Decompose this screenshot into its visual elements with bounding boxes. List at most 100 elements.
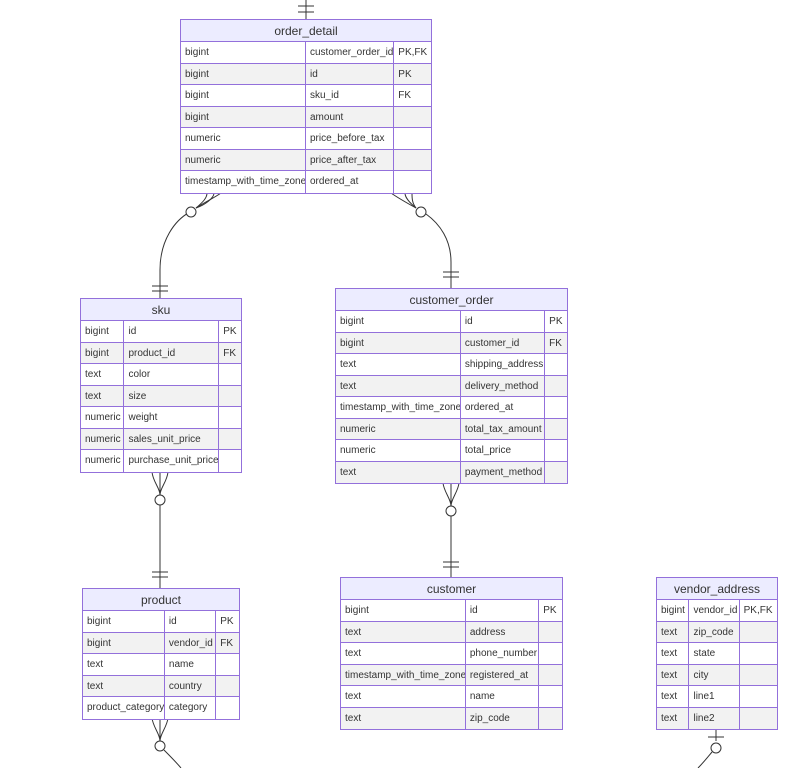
- attribute-key: FK: [545, 333, 567, 354]
- attribute-name: city: [689, 664, 740, 686]
- attribute-key: [394, 171, 431, 193]
- attribute-name: zip_code: [466, 707, 540, 729]
- attribute-key: PK,FK: [739, 600, 777, 622]
- attribute-type: numeric: [336, 440, 461, 462]
- edge-product-sku: [151, 471, 169, 588]
- attribute-name: shipping_address: [460, 354, 546, 376]
- attribute-type: text: [336, 461, 461, 483]
- entity-title: customer_order: [336, 289, 567, 311]
- attribute-type: product_category: [83, 697, 165, 719]
- attribute-type: bigint: [81, 321, 125, 343]
- attribute-key: PK: [216, 611, 239, 633]
- attribute-type: bigint: [83, 611, 165, 633]
- entity-title: vendor_address: [657, 578, 777, 600]
- attribute-key: FK: [219, 343, 241, 364]
- attribute-key: [219, 364, 241, 386]
- attribute-key: [216, 654, 239, 676]
- attribute-name: price_after_tax: [305, 149, 395, 171]
- attribute-key: FK: [216, 633, 239, 654]
- attribute-name: product_id: [124, 342, 220, 364]
- attribute-name: vendor_id: [164, 632, 217, 654]
- attribute-type: bigint: [336, 311, 461, 333]
- attribute-type: numeric: [81, 428, 125, 450]
- attribute-key: [219, 429, 241, 450]
- attribute-name: amount: [305, 106, 395, 128]
- attribute-key: [739, 622, 777, 643]
- attribute-key: PK: [219, 321, 241, 343]
- attribute-key: [545, 376, 567, 397]
- attribute-key: [545, 440, 567, 462]
- attribute-type: numeric: [181, 128, 306, 150]
- attribute-name: color: [124, 364, 220, 386]
- attribute-key: FK: [394, 85, 431, 107]
- attribute-name: weight: [124, 407, 220, 429]
- attribute-type: bigint: [657, 600, 690, 622]
- attribute-name: ordered_at: [460, 397, 546, 419]
- attribute-name: customer_order_id: [305, 42, 395, 64]
- attribute-name: payment_method: [461, 461, 546, 483]
- attribute-type: timestamp_with_time_zone: [336, 397, 461, 419]
- attribute-key: [394, 128, 431, 150]
- attribute-type: numeric: [81, 407, 125, 429]
- attribute-type: bigint: [341, 600, 466, 622]
- edge-product-offscreen: [151, 717, 182, 768]
- attribute-key: [739, 643, 777, 665]
- attribute-type: timestamp_with_time_zone: [181, 171, 306, 193]
- attribute-name: customer_id: [460, 332, 546, 354]
- entity-title: order_detail: [181, 20, 431, 42]
- attribute-key: [539, 665, 562, 686]
- attribute-type: text: [341, 643, 466, 665]
- edge-customer-order-order-detail: [390, 192, 459, 288]
- attribute-key: [545, 462, 567, 484]
- edge-vendor-address-offscreen: [697, 729, 724, 768]
- attribute-type: text: [657, 621, 690, 643]
- attribute-key: [539, 708, 562, 730]
- edge-offscreen-order-detail: [298, 0, 314, 19]
- attribute-name: sku_id: [305, 85, 395, 107]
- attribute-type: numeric: [81, 450, 125, 472]
- attribute-type: text: [83, 654, 165, 676]
- attribute-key: [219, 407, 241, 429]
- attribute-type: text: [657, 707, 690, 729]
- attribute-type: bigint: [181, 106, 306, 128]
- attribute-type: bigint: [336, 332, 461, 354]
- attribute-key: [219, 386, 241, 407]
- attribute-name: category: [165, 697, 217, 719]
- attribute-name: id: [164, 611, 217, 633]
- attribute-name: address: [465, 621, 540, 643]
- entity-title: sku: [81, 299, 241, 321]
- attribute-type: numeric: [181, 149, 306, 171]
- attribute-key: [740, 708, 777, 730]
- attribute-name: name: [465, 686, 540, 708]
- attribute-name: name: [164, 654, 217, 676]
